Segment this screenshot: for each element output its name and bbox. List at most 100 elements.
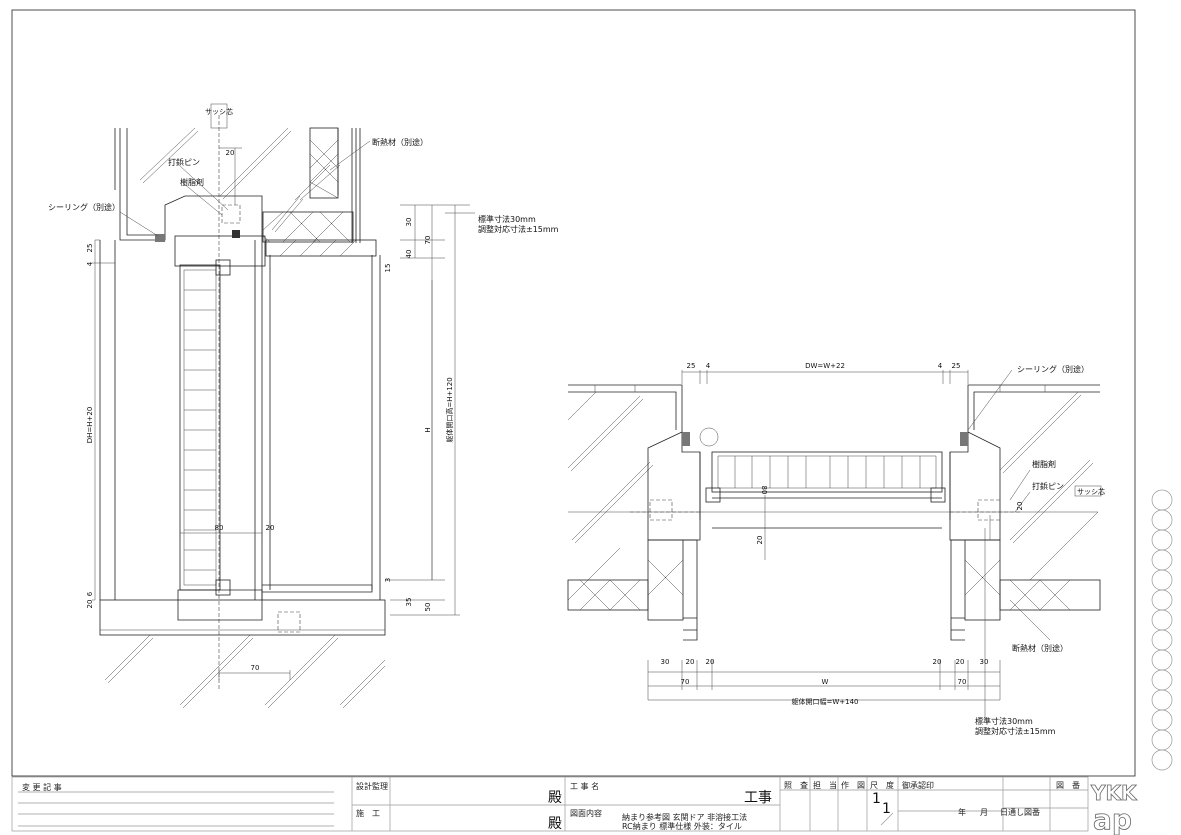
title-block: 変 更 記 事 設計監理 殿 施 工 殿 工 事 名 工事 図面内容 納まり参考… xyxy=(11,776,1138,835)
left-jamb xyxy=(647,431,701,541)
sealing-right xyxy=(960,432,968,446)
door-leaf-plan xyxy=(711,451,943,493)
scale-label: 尺 度 xyxy=(870,780,894,790)
insulation-right xyxy=(999,579,1101,611)
honorific: 殿 xyxy=(548,816,562,832)
door-slats xyxy=(184,289,216,571)
ap-logo: ap xyxy=(1093,803,1132,835)
change-record-label: 変 更 記 事 xyxy=(22,782,62,792)
check-label: 照 査 xyxy=(784,780,808,790)
dim-text: 20 xyxy=(266,524,275,532)
serial-number-label: 通し図番 xyxy=(1008,807,1040,817)
drawing-content-label: 図面内容 xyxy=(570,808,602,818)
dim-text: 20 xyxy=(1016,502,1024,511)
drawing-content-line1: 納まり参考図 玄関ドア 非溶接工法 xyxy=(622,812,747,822)
label-insulation: 断熱材（別途） xyxy=(1012,643,1068,653)
door-frame-jamb xyxy=(254,240,381,600)
dim-text: 20 xyxy=(756,536,764,545)
dim-text: 80 xyxy=(760,486,768,495)
dim-text: 40 xyxy=(405,250,413,259)
dim-text: 25 xyxy=(86,244,94,253)
dim-text: 20 xyxy=(956,658,965,666)
label-sash-center: サッシ芯 xyxy=(205,107,233,116)
dim-text: 30 xyxy=(661,658,670,666)
sealing-left xyxy=(682,432,690,446)
label-sealing: シーリング（別途） xyxy=(1017,364,1089,374)
dim-text: 躯体開口高=H+120 xyxy=(445,377,454,442)
dim-text: 躯体開口幅=W+140 xyxy=(791,697,858,706)
dim-text: 30 xyxy=(405,218,413,227)
dim-text: DH=H+20 xyxy=(86,407,94,444)
label-nail-pin: 打鋲ピン xyxy=(168,157,200,167)
door-leaf xyxy=(179,264,221,591)
scale-denominator: 1 xyxy=(882,801,891,817)
dim-text: 70 xyxy=(251,664,260,672)
design-supervision-label: 設計監理 xyxy=(356,781,388,791)
label-nail-pin: 打鋲ピン xyxy=(1032,481,1064,491)
dim-text: 20 xyxy=(933,658,942,666)
project-suffix: 工事 xyxy=(744,790,772,806)
dim-text: 4 xyxy=(706,362,711,370)
leader-lines xyxy=(967,369,1051,641)
dim-text: 25 xyxy=(687,362,696,370)
dim-text: 3 xyxy=(384,578,392,582)
dim-text: 4 xyxy=(938,362,943,370)
vertical-section: サッシ芯 打鋲ピン 樹脂剤 シーリング（別途） 断熱材（別途） 標準寸法30mm… xyxy=(48,103,559,709)
dim-text: 70 xyxy=(681,678,690,686)
dim-text: 6 xyxy=(86,591,94,596)
sealing-material xyxy=(155,234,165,242)
dim-text: 80 xyxy=(215,524,224,532)
drawing-content-line2: RC納まり 標準仕様 外装：タイル xyxy=(622,821,742,831)
drawing-number-label: 図 番 xyxy=(1056,780,1080,790)
floor-slab xyxy=(99,599,386,636)
construction-label: 施 工 xyxy=(356,808,380,818)
dim-text: 20 xyxy=(706,658,715,666)
dim-text: H xyxy=(424,427,432,432)
dim-text: 20 xyxy=(226,149,235,157)
label-sealing: シーリング（別途） xyxy=(48,202,120,212)
label-sash-center: サッシ芯 xyxy=(1077,487,1105,496)
door-frame-head xyxy=(174,235,266,267)
dim-text: 30 xyxy=(980,658,989,666)
right-jamb xyxy=(949,431,1001,541)
dim-text: 20 xyxy=(686,658,695,666)
label-insulation: 断熱材（別途） xyxy=(372,137,428,147)
dim-text: 70 xyxy=(424,236,432,245)
vertical-dimensions xyxy=(92,147,470,680)
project-name-label: 工 事 名 xyxy=(570,781,599,791)
dim-text: 35 xyxy=(405,598,413,607)
insulation-left xyxy=(567,579,649,611)
dim-text: W xyxy=(822,678,829,686)
insulation-lintel xyxy=(262,211,354,243)
dim-text: 25 xyxy=(952,362,961,370)
label-adjust-dimension: 調整対応寸法±15mm xyxy=(975,726,1056,736)
dim-text: 15 xyxy=(384,264,392,273)
in-charge-label: 担 当 xyxy=(813,780,837,790)
label-resin: 樹脂剤 xyxy=(1032,459,1056,469)
concrete-hatch-upper xyxy=(139,127,341,233)
revision-circles xyxy=(1151,489,1173,771)
year-label: 年 xyxy=(958,807,966,817)
dim-text: DW=W+22 xyxy=(805,362,845,370)
concrete-hatch-lower xyxy=(104,634,386,709)
label-adjust-dimension: 調整対応寸法±15mm xyxy=(478,224,559,234)
day-label: 日 xyxy=(1000,808,1008,817)
scale-numerator: 1 xyxy=(872,791,881,807)
month-label: 月 xyxy=(980,808,988,817)
dim-text: 70 xyxy=(958,678,967,686)
dim-text: 4 xyxy=(86,261,94,266)
dim-text: 50 xyxy=(424,603,432,612)
leader-lines xyxy=(119,140,475,237)
sheet-border xyxy=(11,9,1136,777)
drafted-label: 作 図 xyxy=(841,780,865,790)
concrete-hatch xyxy=(567,391,1099,601)
honorific: 殿 xyxy=(548,790,562,806)
detail-marker xyxy=(699,427,719,447)
label-standard-dimension: 標準寸法30mm xyxy=(478,214,536,224)
tile-wall xyxy=(568,384,1100,432)
label-standard-dimension: 標準寸法30mm xyxy=(975,716,1033,726)
dim-text: 20 xyxy=(86,600,94,609)
approval-label: 御承認印 xyxy=(902,780,934,790)
horizontal-section: シーリング（別途） 樹脂剤 打鋲ピン サッシ芯 断熱材（別途） 標準寸法30mm… xyxy=(567,362,1105,736)
